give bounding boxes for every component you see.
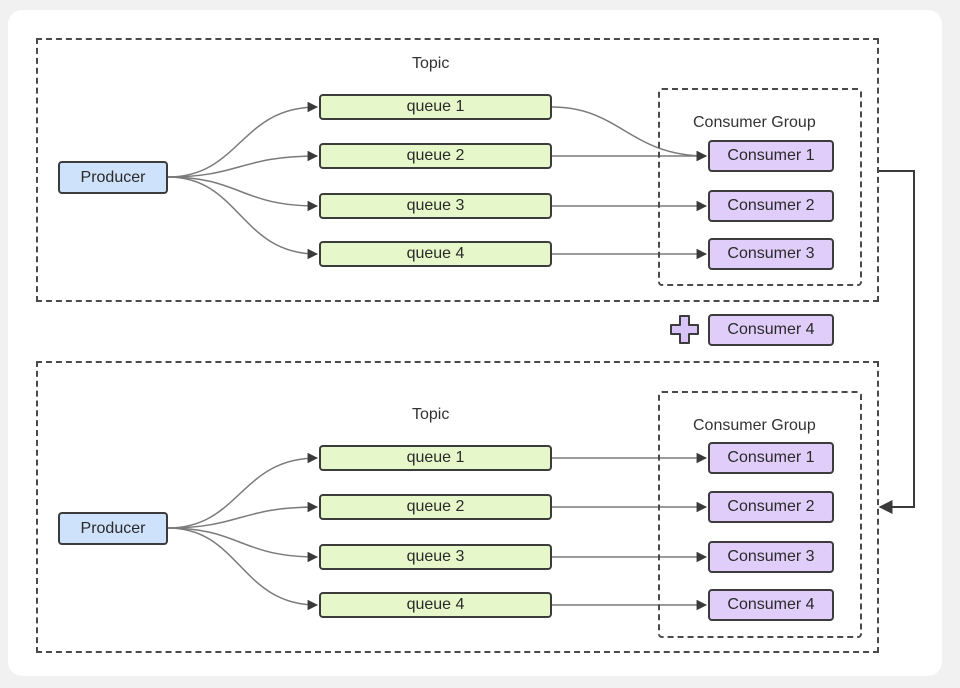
edge-upper-producer-queue-3 xyxy=(167,176,319,212)
upper-consumer-2: Consumer 2 xyxy=(708,190,834,222)
lower-topic-label: Topic xyxy=(412,406,450,423)
upper-consumer-3: Consumer 3 xyxy=(708,238,834,270)
lower-queue-1: queue 1 xyxy=(319,445,552,471)
upper-queue-3: queue 3 xyxy=(319,193,552,219)
upper-topic-label: Topic xyxy=(412,55,450,72)
upper-consumer-1: Consumer 1 xyxy=(708,140,834,172)
lower-queue-4: queue 4 xyxy=(319,592,552,618)
upper-queue-1: queue 1 xyxy=(319,94,552,120)
edge-lower-producer-queue-2 xyxy=(167,501,319,529)
lower-consumer-2: Consumer 2 xyxy=(708,491,834,523)
upper-producer-node: Producer xyxy=(58,161,168,194)
transition-arrow xyxy=(878,170,915,514)
edge-upper-producer-queue-1 xyxy=(167,101,319,178)
lower-consumer-1: Consumer 1 xyxy=(708,442,834,474)
upper-topic-region xyxy=(36,38,879,302)
upper-consumer-group xyxy=(658,88,862,286)
upper-group-label: Consumer Group xyxy=(693,114,816,131)
lower-queue-3: queue 3 xyxy=(319,544,552,570)
lower-consumer-3: Consumer 3 xyxy=(708,541,834,573)
lower-producer-node: Producer xyxy=(58,512,168,545)
added-consumer-node: Consumer 4 xyxy=(708,314,834,346)
lower-consumer-4: Consumer 4 xyxy=(708,589,834,621)
edge-lower-producer-queue-1 xyxy=(167,452,319,529)
lower-queue-2: queue 2 xyxy=(319,494,552,520)
edge-upper-producer-queue-4 xyxy=(167,176,319,260)
edge-lower-producer-queue-3 xyxy=(167,527,319,563)
edge-upper-queue-1-consumer-1 xyxy=(551,106,708,162)
upper-queue-2: queue 2 xyxy=(319,143,552,169)
edge-upper-producer-queue-2 xyxy=(167,150,319,178)
lower-group-label: Consumer Group xyxy=(693,417,816,434)
upper-queue-4: queue 4 xyxy=(319,241,552,267)
lower-consumer-group xyxy=(658,391,862,638)
plus-icon xyxy=(670,315,699,344)
lower-topic-region xyxy=(36,361,879,653)
edge-lower-producer-queue-4 xyxy=(167,527,319,611)
